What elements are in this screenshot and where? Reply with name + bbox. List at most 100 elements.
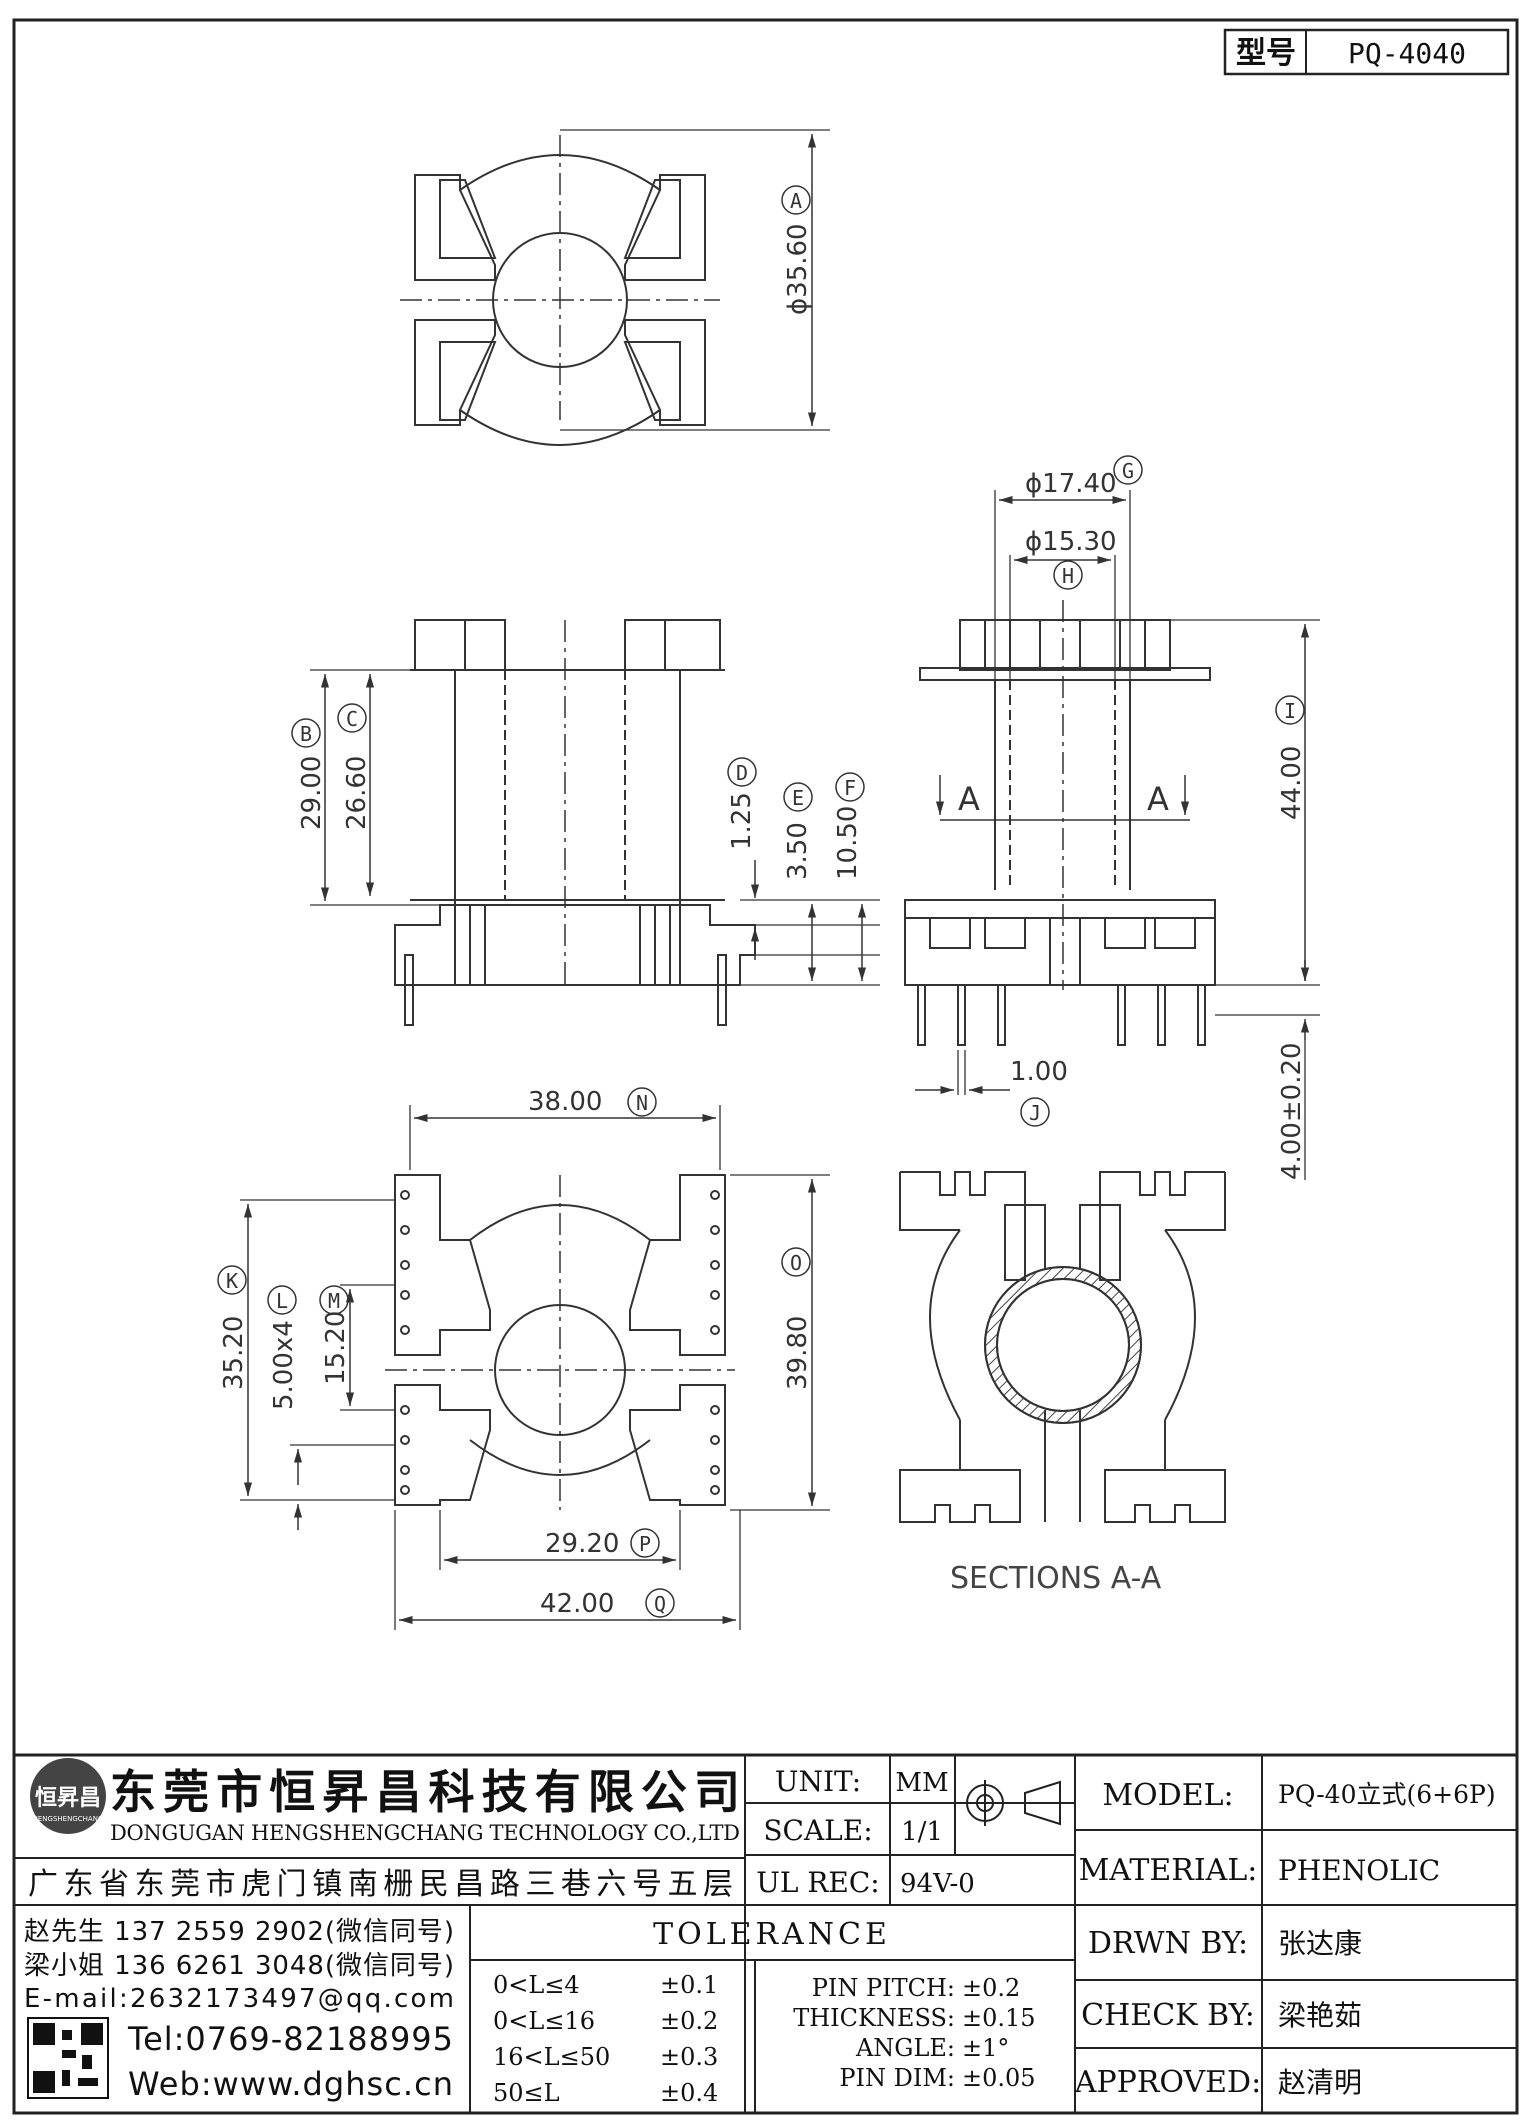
dim-Q: 42.00 Q <box>540 1588 675 1619</box>
dim-M-letter: M <box>328 1289 340 1313</box>
dim-J-value: 1.00 <box>1010 1057 1068 1087</box>
tolerance-extra-value: ±0.05 <box>962 2064 1036 2092</box>
dim-I-letter: I <box>1284 699 1296 723</box>
side-view <box>904 490 1320 1180</box>
tolerance-extra-value: ±0.2 <box>962 1974 1020 2002</box>
contact-line-2: 梁小姐 136 6261 3048(微信同号) <box>24 1951 454 1981</box>
tolerance-value: ±0.1 <box>660 1971 718 1999</box>
dim-P-value: 29.20 <box>545 1529 619 1559</box>
tolerance-table: 0<L≤4±0.10<L≤16±0.216<L≤50±0.350≤L±0.4PI… <box>493 1971 1036 2107</box>
check-label: CHECK BY: <box>1081 1998 1255 2033</box>
model-value: PQ-40立式(6+6P) <box>1278 1780 1496 1809</box>
website: Web:www.dghsc.cn <box>128 2065 453 2103</box>
dim-H-value: ϕ15.30 <box>1025 527 1117 557</box>
drawn-label: DRWN BY: <box>1088 1926 1248 1961</box>
section-marks: A A <box>958 780 1169 818</box>
ulrec-label: UL REC: <box>756 1866 879 1899</box>
dim-A-letter: A <box>790 189 802 213</box>
email: E-mail:2632173497@qq.com <box>24 1984 454 2014</box>
dim-P: 29.20 P <box>545 1528 660 1559</box>
check-value: 梁艳茹 <box>1278 1999 1362 2032</box>
tolerance-title: TOLERANCE <box>653 1917 891 1952</box>
dim-G-value: ϕ17.40 <box>1025 469 1117 499</box>
dim-D-letter: D <box>736 761 748 785</box>
section-mark-right: A <box>1147 780 1169 818</box>
unit-label: UNIT: <box>775 1765 861 1798</box>
dim-I: 44.00 I <box>1275 695 1307 820</box>
telephone: Tel:0769-82188995 <box>127 2020 453 2058</box>
tolerance-value: ±0.4 <box>660 2079 718 2107</box>
approved-label: APPROVED: <box>1074 2065 1261 2100</box>
qr-code-icon <box>27 2017 109 2099</box>
dim-A-value: ϕ35.60 <box>783 223 813 315</box>
contact-line-1: 赵先生 137 2559 2902(微信同号) <box>24 1917 454 1947</box>
front-view <box>310 619 880 1026</box>
dim-A: ϕ35.60 A <box>781 185 813 315</box>
model-label: MODEL: <box>1102 1778 1233 1813</box>
title-block <box>14 1753 1517 2114</box>
dim-M-value: 15.20 <box>321 1311 351 1385</box>
tolerance-range: 0<L≤16 <box>493 2007 595 2035</box>
tolerance-extra-label: ANGLE: <box>855 2034 955 2062</box>
dim-pin-length: 4.00±0.20 <box>1277 1042 1307 1180</box>
dim-P-letter: P <box>639 1532 651 1556</box>
tolerance-value: ±0.2 <box>660 2007 718 2035</box>
section-mark-left: A <box>958 780 980 818</box>
type-label: 型号 <box>1236 36 1296 71</box>
dim-B: 29.00 B <box>291 718 327 830</box>
tolerance-extra-label: PIN PITCH: <box>812 1974 955 2002</box>
tolerance-extra-label: PIN DIM: <box>839 2064 955 2092</box>
dim-M: 15.20 M <box>319 1285 351 1385</box>
scale-value: 1/1 <box>901 1817 943 1847</box>
tolerance-extra-value: ±0.15 <box>962 2004 1036 2032</box>
dim-C-value: 26.60 <box>342 756 372 830</box>
dim-D: 1.25 D <box>727 757 757 850</box>
dim-G: ϕ17.40 G <box>1025 455 1143 499</box>
company-name-en: DONGUGAN HENGSHENGCHANG TECHNOLOGY CO.,L… <box>110 1821 740 1845</box>
dim-K-value: 35.20 <box>219 1316 249 1390</box>
dim-F: 10.50 F <box>833 772 865 880</box>
tolerance-range: 50≤L <box>493 2079 560 2107</box>
dim-N-value: 38.00 <box>528 1087 602 1117</box>
type-box: 型号 PQ-4040 <box>1223 28 1510 76</box>
dim-L-letter: L <box>276 1289 288 1313</box>
tolerance-range: 0<L≤4 <box>493 1971 580 1999</box>
dim-E: 3.50 E <box>783 782 813 880</box>
dim-L: 5.00x4 L <box>267 1285 299 1410</box>
section-view <box>899 1171 1226 1523</box>
company-logo: 恒昇昌 HENGSHENGCHANG <box>30 1758 106 1834</box>
tolerance-value: ±0.3 <box>660 2043 718 2071</box>
dim-F-value: 10.50 <box>833 806 863 880</box>
dim-L-value: 5.00x4 <box>269 1320 299 1410</box>
dim-H-letter: H <box>1062 564 1074 588</box>
dim-B-value: 29.00 <box>297 756 327 830</box>
logo-text: 恒昇昌 <box>35 1785 101 1811</box>
dim-J: 1.00 J <box>1010 1057 1068 1127</box>
dim-C-letter: C <box>346 707 358 731</box>
tolerance-extra-label: THICKNESS: <box>793 2004 955 2032</box>
dim-K-letter: K <box>226 1269 238 1293</box>
dim-pin-value: 4.00±0.20 <box>1277 1042 1307 1180</box>
dim-G-letter: G <box>1122 459 1134 483</box>
company-address: 广东省东莞市虎门镇南栅民昌路三巷六号五层 <box>28 1867 733 1902</box>
dim-Q-letter: Q <box>654 1592 666 1616</box>
dim-N: 38.00 N <box>528 1087 657 1117</box>
dim-N-letter: N <box>636 1091 648 1115</box>
logo-subtext: HENGSHENGCHANG <box>33 1815 104 1823</box>
tolerance-extra-value: ±1° <box>962 2034 1009 2062</box>
dim-B-letter: B <box>300 722 312 746</box>
material-value: PHENOLIC <box>1278 1854 1440 1887</box>
unit-value: MM <box>895 1768 948 1798</box>
company-name-cn: 东莞市恒昇昌科技有限公司 <box>110 1765 740 1819</box>
type-value: PQ-4040 <box>1348 37 1466 70</box>
approved-value: 赵清明 <box>1278 2066 1362 2099</box>
drawn-value: 张达康 <box>1278 1927 1362 1960</box>
dim-O-letter: O <box>790 1251 802 1275</box>
bottom-view <box>240 1105 830 1630</box>
dim-C: 26.60 C <box>337 703 372 830</box>
dim-O: 39.80 O <box>781 1247 813 1390</box>
dim-H: ϕ15.30 H <box>1025 527 1117 590</box>
dim-F-letter: F <box>844 776 856 800</box>
scale-label: SCALE: <box>763 1814 872 1847</box>
